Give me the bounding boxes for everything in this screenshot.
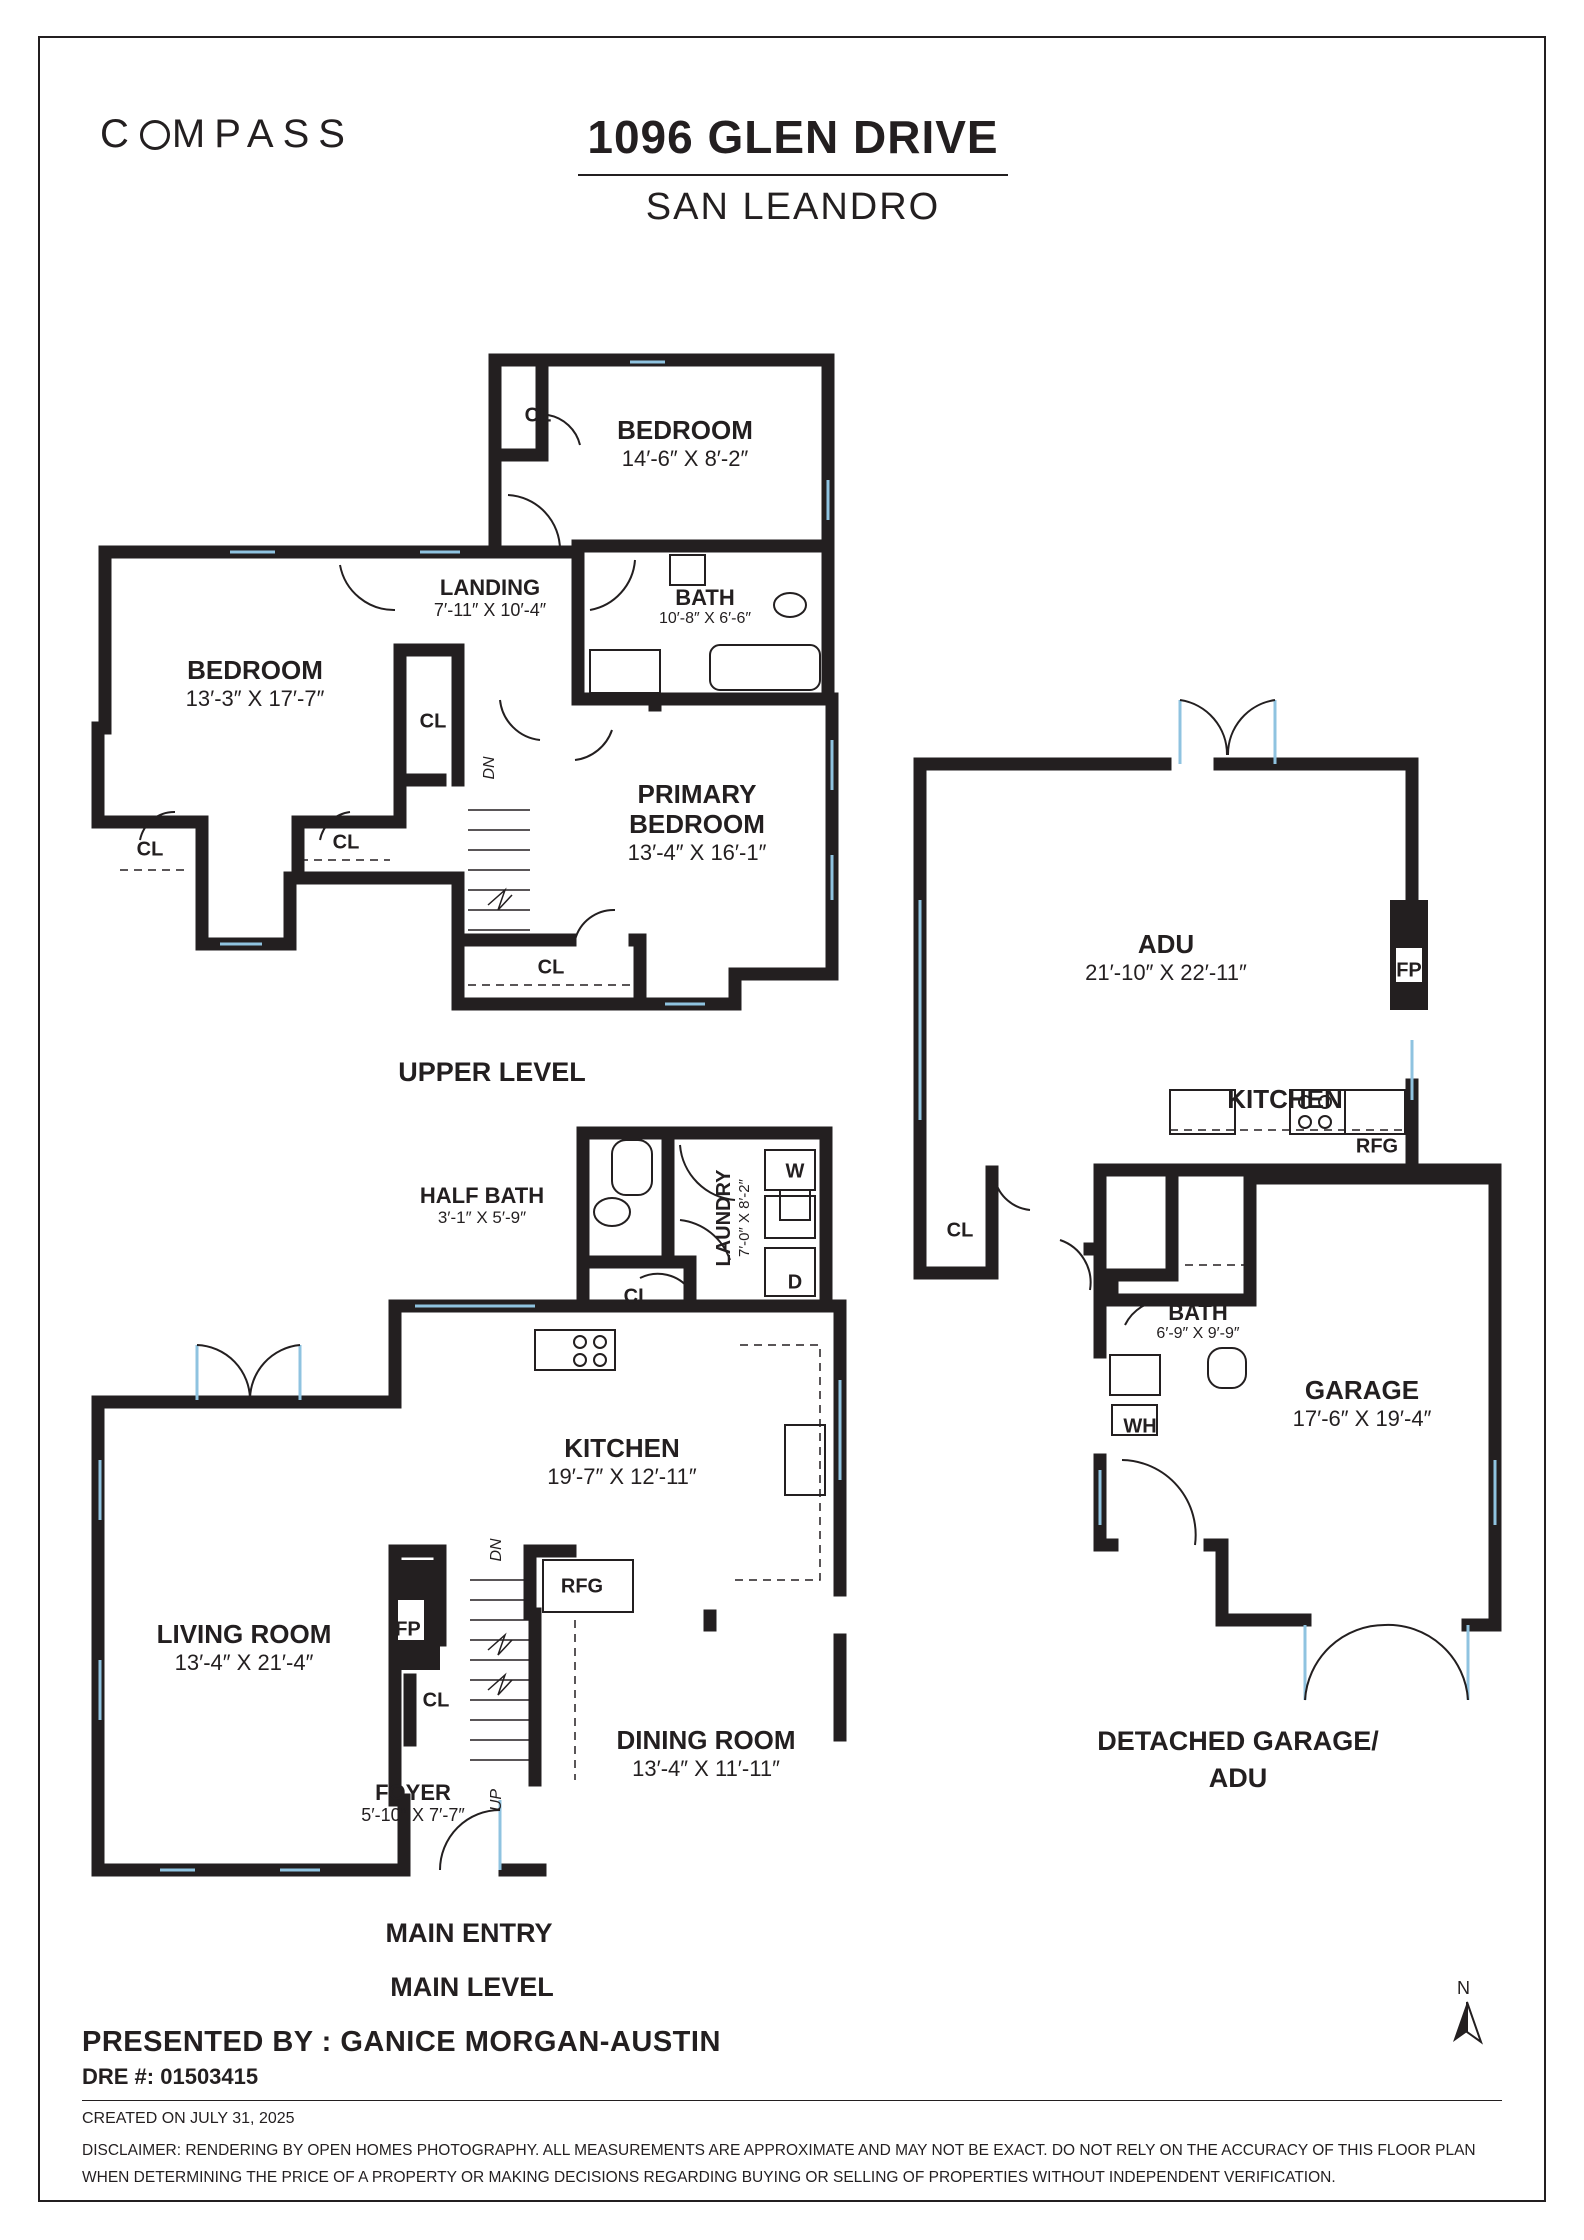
room-dims: 17′-6″ X 19′-4″ bbox=[1292, 1405, 1432, 1431]
upper-bedroom-top-label: BEDROOM 14′-6″ X 8′-2″ bbox=[617, 415, 753, 471]
north-label: N bbox=[1457, 1978, 1470, 1998]
laundry-label: LAUNDRY 7′-0″ X 8′-2″ bbox=[713, 1169, 753, 1266]
presented-by: PRESENTED BY : GANICE MORGAN-AUSTIN bbox=[82, 2026, 721, 2058]
room-dims: 13′-4″ X 16′-1″ bbox=[627, 839, 767, 865]
room-dims: 19′-7″ X 12′-11″ bbox=[547, 1463, 697, 1489]
room-name: LANDING bbox=[439, 575, 541, 600]
room-name: HALF BATH bbox=[419, 1183, 545, 1208]
stair-down-label: DN bbox=[481, 756, 498, 780]
room-name: BATH bbox=[1168, 1300, 1228, 1325]
room-name: KITCHEN bbox=[564, 1433, 680, 1463]
fireplace-label: FP bbox=[1396, 959, 1422, 982]
garage-label: GARAGE 17′-6″ X 19′-4″ bbox=[1292, 1375, 1432, 1431]
upper-level-title: UPPER LEVEL bbox=[398, 1057, 586, 1087]
upper-bedroom-left-label: BEDROOM 13′-3″ X 17′-7″ bbox=[185, 655, 325, 711]
room-dims: 7′-0″ X 8′-2″ bbox=[735, 1179, 753, 1257]
property-city: SAN LEANDRO bbox=[645, 186, 941, 228]
main-level-title: MAIN LEVEL bbox=[390, 1972, 554, 2002]
half-bath-label: HALF BATH 3′-1″ X 5′-9″ bbox=[420, 1183, 544, 1228]
room-name: BEDROOM bbox=[617, 415, 753, 445]
fireplace-label: FP bbox=[395, 1618, 421, 1641]
refrigerator-label: RFG bbox=[1355, 1135, 1399, 1158]
closet-label: CL bbox=[623, 1285, 651, 1308]
dryer-label: D bbox=[787, 1271, 803, 1294]
closet-label: CL bbox=[419, 710, 447, 733]
upper-bath-label: BATH 10′-8″ X 6′-6″ bbox=[659, 585, 751, 629]
room-name: LIVING ROOM bbox=[156, 1619, 332, 1649]
room-name-line1: PRIMARY bbox=[637, 779, 757, 809]
counters bbox=[120, 859, 1405, 1780]
room-dims: 3′-1″ X 5′-9″ bbox=[437, 1208, 527, 1228]
upper-level-walls bbox=[91, 353, 839, 1011]
adu-kitchen-label: KITCHEN bbox=[1227, 1084, 1343, 1115]
landing-label: LANDING 7′-11″ X 10′-4″ bbox=[434, 575, 546, 621]
closet-label: CL bbox=[332, 831, 360, 854]
room-name: BEDROOM bbox=[187, 655, 323, 685]
room-dims: 13′-3″ X 17′-7″ bbox=[185, 685, 325, 711]
living-room-label: LIVING ROOM 13′-4″ X 21′-4″ bbox=[156, 1619, 332, 1675]
stair-up-label: UP bbox=[488, 1788, 505, 1812]
room-name: ADU bbox=[1137, 929, 1195, 959]
closet-label: CL bbox=[136, 838, 164, 861]
fixtures bbox=[534, 554, 1406, 1613]
main-entry-label: MAIN ENTRY bbox=[385, 1918, 553, 1948]
room-name: GARAGE bbox=[1304, 1375, 1420, 1405]
room-dims: 7′-11″ X 10′-4″ bbox=[433, 600, 547, 621]
room-dims: 6′-9″ X 9′-9″ bbox=[1156, 1325, 1240, 1343]
washer-label: W bbox=[785, 1160, 805, 1183]
dining-room-label: DINING ROOM 13′-4″ X 11′-11″ bbox=[616, 1725, 796, 1781]
closet-label: CL bbox=[537, 956, 565, 979]
closet-label: CL bbox=[946, 1219, 974, 1242]
room-dims: 13′-4″ X 21′-4″ bbox=[174, 1649, 314, 1675]
disclaimer: DISCLAIMER: RENDERING BY OPEN HOMES PHOT… bbox=[82, 2142, 1476, 2186]
room-dims: 10′-8″ X 6′-6″ bbox=[658, 610, 752, 628]
windows bbox=[98, 360, 1497, 1872]
room-dims: 21′-10″ X 22′-11″ bbox=[1085, 959, 1247, 985]
stair-down-label: DN bbox=[488, 1538, 505, 1562]
created-date: CREATED ON JULY 31, 2025 bbox=[82, 2110, 295, 2127]
primary-bedroom-label: PRIMARY BEDROOM 13′-4″ X 16′-1″ bbox=[627, 779, 767, 865]
detached-walls bbox=[913, 757, 1502, 1632]
room-dims: 13′-4″ X 11′-11″ bbox=[632, 1755, 780, 1781]
page-frame bbox=[38, 36, 1546, 2202]
title-divider bbox=[578, 174, 1008, 176]
stairs bbox=[468, 809, 530, 1761]
main-kitchen-label: KITCHEN 19′-7″ X 12′-11″ bbox=[547, 1433, 697, 1489]
room-name: FOYER bbox=[375, 1780, 451, 1805]
water-heater-label: WH bbox=[1123, 1415, 1157, 1438]
refrigerator-label: RFG bbox=[560, 1575, 604, 1598]
room-name-line2: BEDROOM bbox=[629, 808, 765, 839]
room-name: KITCHEN bbox=[1227, 1084, 1343, 1114]
foyer-label: FOYER 5′-10″ X 7′-7″ bbox=[361, 1780, 465, 1826]
detached-title-line1: DETACHED GARAGE/ bbox=[1097, 1726, 1379, 1756]
closet-label: CL bbox=[422, 1689, 450, 1712]
north-arrow-icon: N bbox=[1445, 1978, 1489, 2050]
room-name: BATH bbox=[675, 585, 735, 610]
footer-divider bbox=[82, 2100, 1502, 2101]
dre-number: DRE #: 01503415 bbox=[82, 2064, 259, 2089]
closet-label: CL bbox=[524, 404, 552, 427]
adu-label: ADU 21′-10″ X 22′-11″ bbox=[1085, 929, 1247, 985]
room-name: DINING ROOM bbox=[616, 1725, 796, 1755]
property-address: 1096 GLEN DRIVE bbox=[587, 111, 999, 163]
room-dims: 14′-6″ X 8′-2″ bbox=[621, 445, 749, 471]
door-swings bbox=[139, 414, 1469, 1871]
detached-title-line2: ADU bbox=[1208, 1763, 1268, 1793]
room-dims: 5′-10″ X 7′-7″ bbox=[361, 1805, 465, 1826]
adu-bath-label: BATH 6′-9″ X 9′-9″ bbox=[1156, 1300, 1239, 1344]
room-name: LAUNDRY bbox=[712, 1169, 735, 1267]
